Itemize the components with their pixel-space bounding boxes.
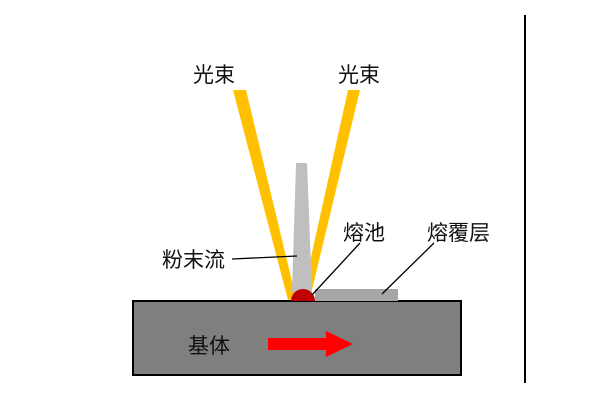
label-substrate: 基体	[188, 334, 230, 358]
powder-leader-line	[231, 255, 298, 260]
label-powder-stream: 粉末流	[162, 248, 225, 272]
cladding-layer	[315, 289, 398, 301]
label-melt-pool: 熔池	[343, 221, 385, 245]
label-beam-right: 光束	[338, 63, 380, 87]
melt-pool	[291, 289, 315, 301]
direction-arrow-icon	[268, 331, 353, 357]
laser-beam-right	[302, 90, 360, 298]
melt-pool-leader-line	[311, 242, 361, 296]
label-beam-left: 光束	[193, 63, 235, 87]
laser-beam-left	[233, 90, 296, 300]
label-cladding-layer: 熔覆层	[427, 221, 490, 245]
cladding-leader-line	[381, 242, 435, 295]
powder-stream	[292, 163, 312, 292]
